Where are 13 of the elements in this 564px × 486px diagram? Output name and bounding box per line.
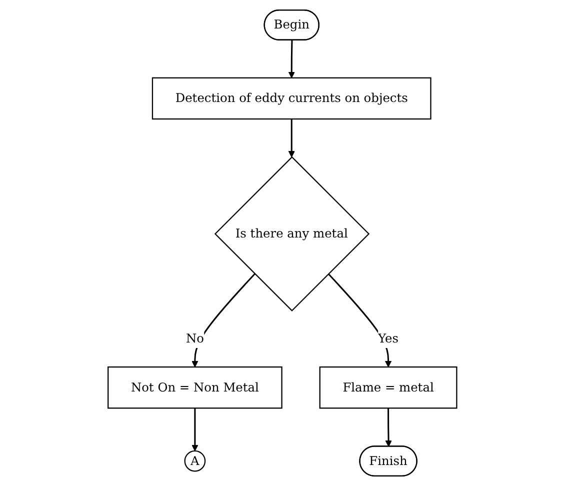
arrow — [191, 273, 255, 368]
arrow — [288, 40, 295, 78]
node-box: Detection of eddy currents on objects — [152, 77, 431, 120]
arrow — [327, 273, 392, 368]
edge-label: No — [186, 331, 204, 346]
edge-label: Yes — [378, 331, 398, 346]
arrow — [288, 118, 295, 158]
node-box: Not On = Non Metal — [107, 366, 282, 409]
node-circle: A — [184, 450, 206, 472]
node-box: Flame = metal — [318, 366, 457, 409]
arrow — [191, 408, 198, 452]
node-diamond: Is there any metal — [214, 156, 370, 312]
arrow — [384, 408, 392, 447]
